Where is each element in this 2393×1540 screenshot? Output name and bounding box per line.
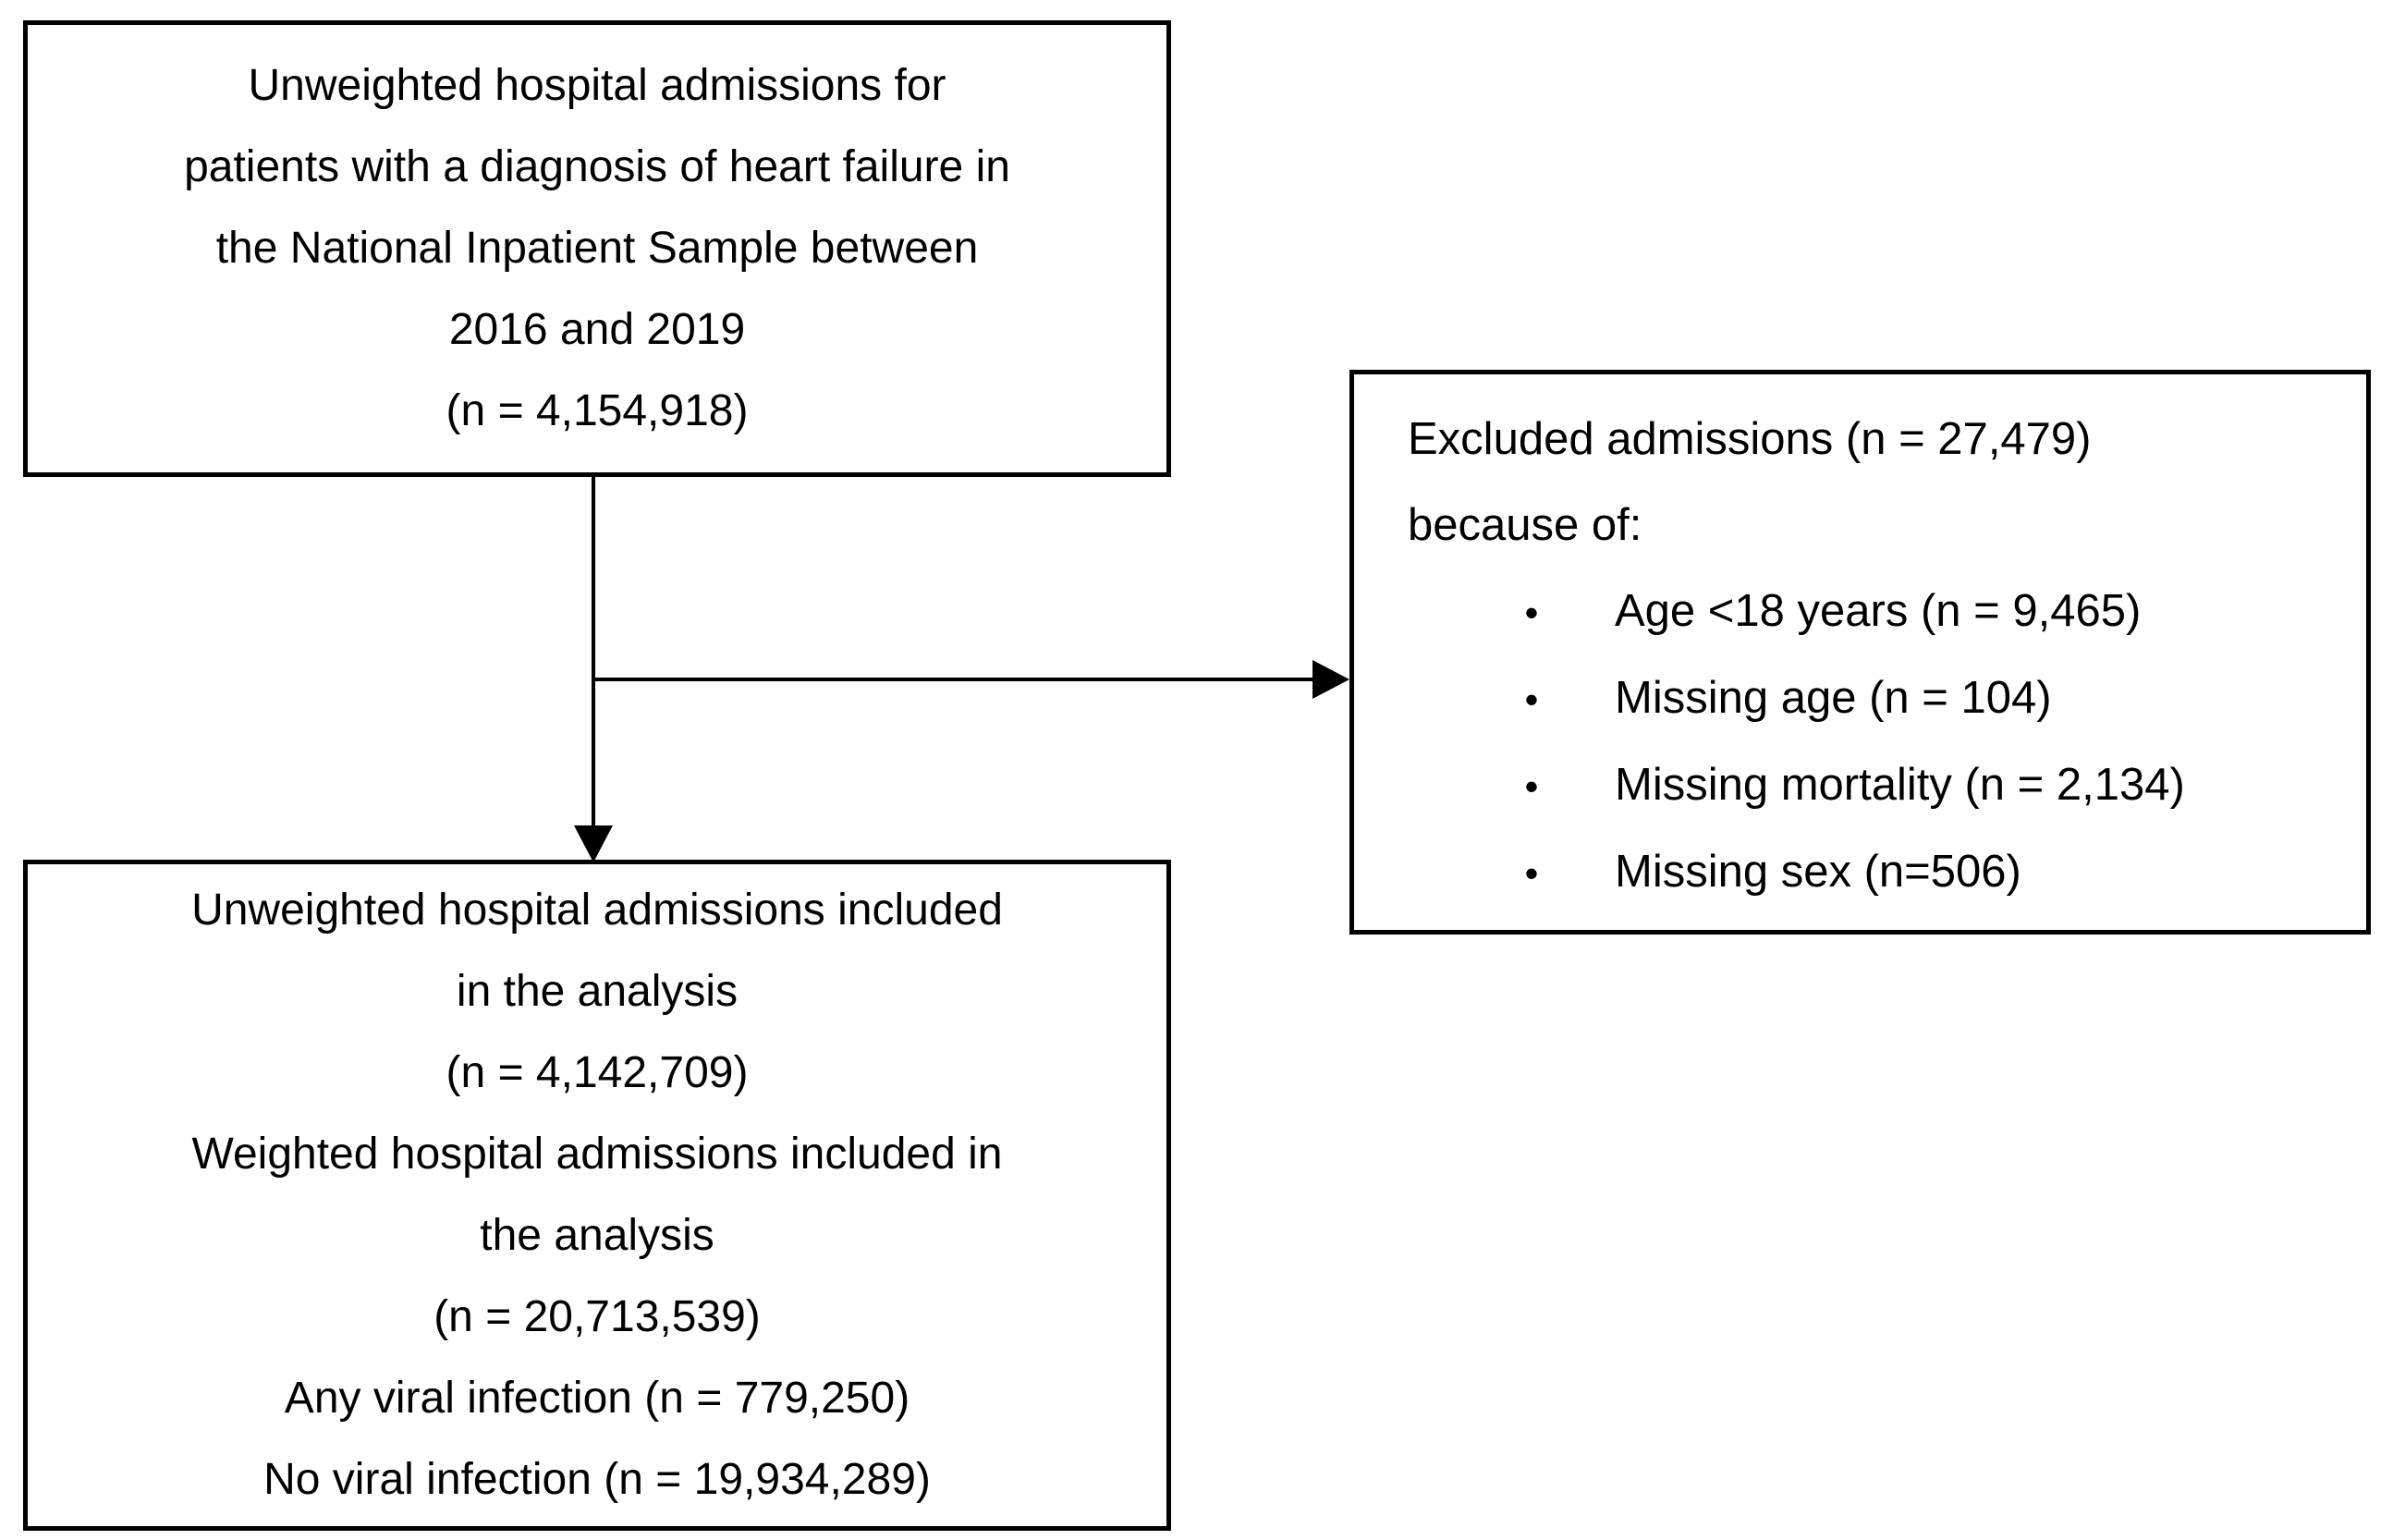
arrowhead-right-icon [1312,660,1349,699]
excluded-bullet-item: • Age <18 years (n = 9,465) [1408,568,2351,655]
excluded-bullet-text: Missing mortality (n = 2,134) [1615,760,2185,810]
box-text-line: (n = 20,713,539) [433,1292,761,1341]
excluded-bullet-text: Missing sex (n=506) [1615,847,2021,897]
bullet-icon: • [1524,591,1539,634]
excluded-bullet-text: Age <18 years (n = 9,465) [1615,586,2142,636]
excluded-bullet-item: • Missing sex (n=506) [1408,829,2351,916]
box-text-line: (n = 4,154,918) [446,386,749,435]
included-analysis-box: Unweighted hospital admissions included … [23,860,1171,1531]
box-text-line: the National Inpatient Sample between [215,224,979,273]
box-text-line: patients with a diagnosis of heart failu… [184,142,1010,191]
excluded-bullet-text: Missing age (n = 104) [1615,673,2052,723]
excluded-admissions-box: Excluded admissions (n = 27,479) because… [1349,370,2371,935]
bullet-icon: • [1524,764,1539,808]
box-text-line: Unweighted hospital admissions included [191,886,1003,935]
excluded-title-line: Excluded admissions (n = 27,479) [1408,414,2092,464]
box-text-line: (n = 4,142,709) [446,1048,749,1097]
box-text-line: Unweighted hospital admissions for [248,61,946,110]
connector-to-excluded-line [593,678,1314,681]
source-population-box: Unweighted hospital admissions for patie… [23,20,1171,477]
box-text-line: Weighted hospital admissions included in [191,1130,1003,1179]
box-text-line: in the analysis [456,967,739,1016]
box-text-line: 2016 and 2019 [448,305,746,354]
excluded-title-line: because of: [1408,500,1642,550]
excluded-bullet-item: • Missing mortality (n = 2,134) [1408,742,2351,829]
connector-down-line [592,476,595,827]
bullet-icon: • [1524,678,1539,721]
excluded-bullet-item: • Missing age (n = 104) [1408,655,2351,742]
bullet-icon: • [1524,851,1539,895]
box-text-line: the analysis [480,1211,714,1260]
box-text-line: Any viral infection (n = 779,250) [284,1374,910,1423]
box-text-line: No viral infection (n = 19,934,289) [263,1455,931,1504]
arrowhead-down-icon [574,825,613,862]
